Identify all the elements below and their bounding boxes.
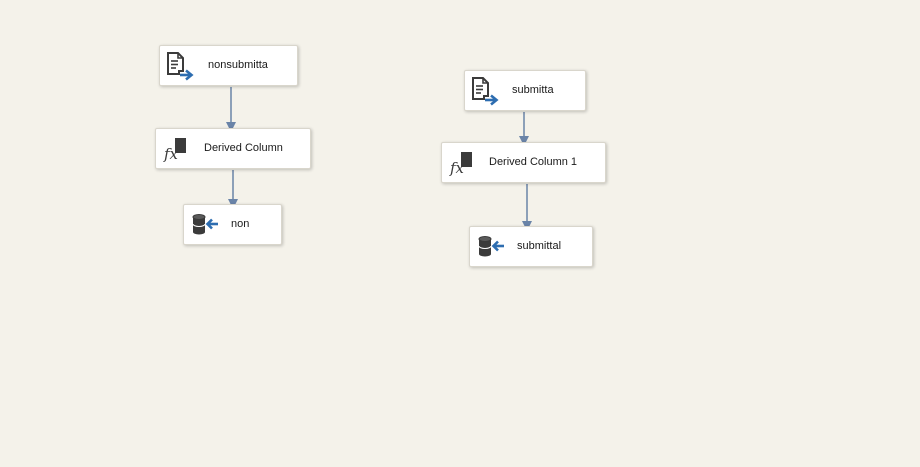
node-label: submittal xyxy=(517,240,562,252)
derived-column-icon: fx xyxy=(162,134,192,164)
derived-column-icon: fx xyxy=(448,148,478,178)
derived-column-1-node[interactable]: fx Derived Column 1 xyxy=(441,142,606,183)
node-label: Derived Column xyxy=(204,142,283,154)
database-destination-icon xyxy=(189,210,219,240)
database-destination-icon xyxy=(475,232,505,262)
node-label: nonsubmitta xyxy=(208,59,268,71)
destination-node-non[interactable]: non xyxy=(183,204,282,245)
derived-column-node[interactable]: fx Derived Column xyxy=(155,128,311,169)
flat-file-source-node-submitta[interactable]: submitta xyxy=(464,70,586,111)
svg-text:fx: fx xyxy=(449,159,465,177)
node-label: non xyxy=(231,218,250,230)
flat-file-source-node-nonsubmitta[interactable]: nonsubmitta xyxy=(159,45,298,86)
destination-node-submittal[interactable]: submittal xyxy=(469,226,593,267)
svg-text:fx: fx xyxy=(163,145,179,163)
flat-file-source-icon xyxy=(470,76,500,106)
node-label: Derived Column 1 xyxy=(489,156,578,168)
flat-file-source-icon xyxy=(165,51,195,81)
node-label: submitta xyxy=(512,84,554,96)
